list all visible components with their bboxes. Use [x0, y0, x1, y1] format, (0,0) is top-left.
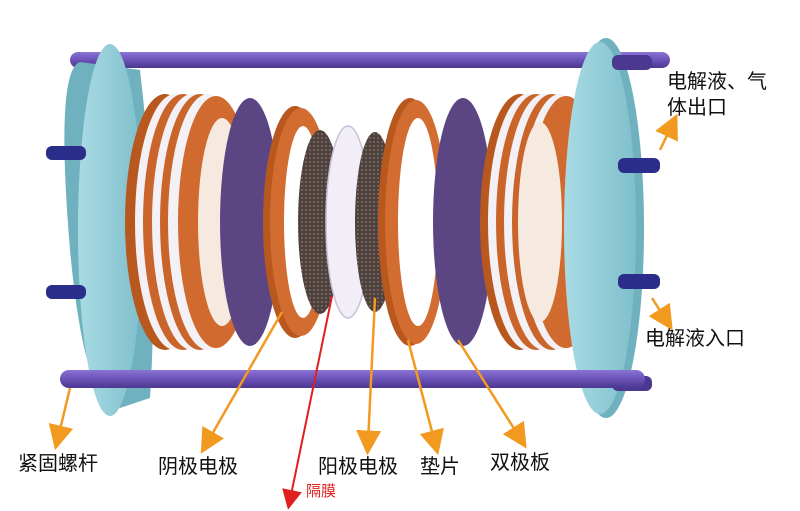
- label-outlet-line2: 体出口: [667, 95, 727, 119]
- arrow-outlet: [655, 113, 678, 151]
- left-nozzle-bottom: [46, 285, 86, 299]
- arrow-anode: [356, 297, 382, 456]
- outlet-nozzle: [618, 158, 660, 173]
- anode-gasket-ring: [378, 98, 447, 346]
- inlet-nozzle: [618, 274, 660, 289]
- tie-rod-bottom: [60, 370, 645, 388]
- right-end-plate: [564, 38, 644, 418]
- tie-rod-top: [70, 52, 670, 68]
- arrow-gasket: [406, 339, 444, 456]
- rod-end-top: [612, 55, 652, 70]
- arrow-cathode: [200, 311, 284, 454]
- left-nozzle-top: [46, 146, 86, 160]
- label-bipolar-plate: 双极板: [490, 450, 550, 474]
- label-tie-rod: 紧固螺杆: [18, 451, 98, 475]
- label-inlet: 电解液入口: [645, 326, 745, 350]
- arrow-tie-rod: [48, 387, 74, 451]
- label-diaphragm: 隔膜: [306, 482, 337, 500]
- arrow-inlet: [648, 297, 673, 331]
- leader-arrows: [48, 113, 678, 510]
- left-bipolar-plate: [220, 98, 280, 346]
- label-cathode-electrode: 阴极电极: [158, 454, 238, 478]
- arrow-diaphragm: [282, 295, 333, 510]
- right-bipolar-plate: [433, 98, 493, 346]
- label-anode-electrode: 阳极电极: [318, 454, 398, 478]
- label-gasket: 垫片: [420, 454, 460, 478]
- label-outlet-line1: 电解液、气: [667, 69, 767, 93]
- arrow-bipolar-plate: [456, 339, 527, 449]
- left-end-plate: [64, 44, 154, 416]
